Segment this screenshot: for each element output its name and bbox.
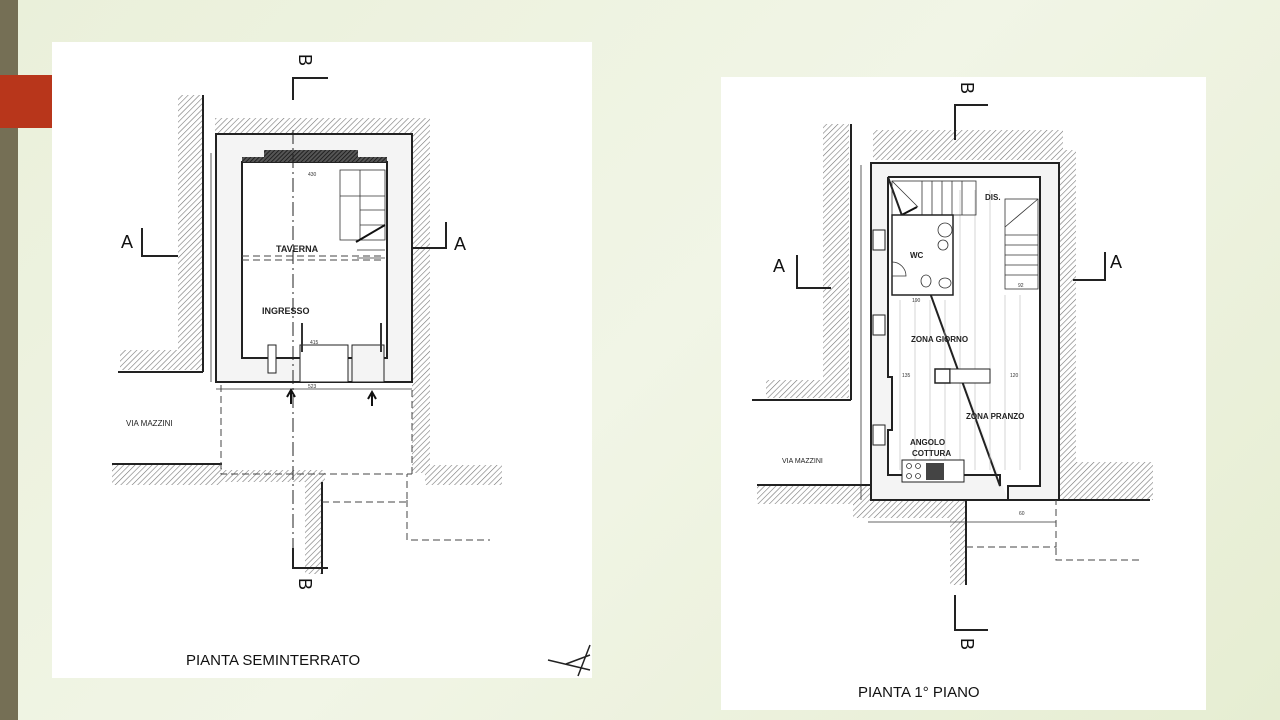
fireplace xyxy=(934,368,951,384)
slide-accent-block xyxy=(0,75,52,128)
section-label-b: B xyxy=(295,54,315,66)
dimension-label: 415 xyxy=(310,340,319,346)
neighbor-wall xyxy=(412,133,430,473)
dimension-label: 92 xyxy=(1018,283,1024,289)
dimension-label: 60 xyxy=(1019,511,1025,517)
section-marker-b xyxy=(292,548,328,569)
dimension-label: 120 xyxy=(1010,373,1019,379)
section-label-b: B xyxy=(295,578,315,590)
wc-room xyxy=(891,214,954,296)
neighbor-wall xyxy=(215,118,430,133)
section-label-a: A xyxy=(454,234,466,254)
section-marker-a xyxy=(796,255,831,289)
section-marker-b xyxy=(954,595,988,631)
dimension-label: 135 xyxy=(902,373,911,379)
room-label-taverna: TAVERNA xyxy=(276,244,319,254)
section-label-a: A xyxy=(773,256,785,276)
neighbor-wall xyxy=(425,465,502,485)
entrance-arrow-icon xyxy=(367,389,377,406)
street-wall xyxy=(112,465,222,485)
staircase xyxy=(339,169,386,259)
plan-title: PIANTA 1° PIANO xyxy=(858,684,980,701)
slide-side-bar xyxy=(0,0,18,720)
neighbor-wall xyxy=(120,350,202,370)
dimension-label: 430 xyxy=(308,172,317,178)
plan-title: PIANTA SEMINTERRATO xyxy=(186,652,360,669)
section-label-a: A xyxy=(1110,252,1122,272)
section-marker-b xyxy=(954,104,988,140)
section-marker-a xyxy=(412,222,447,249)
floor-plan-basement: 523 430 415 B B A A TAVERNA INGRESSO VIA… xyxy=(52,42,592,678)
neighbor-wall xyxy=(823,124,849,392)
room-label-zona-giorno: ZONA GIORNO xyxy=(911,335,968,344)
room-label-dis: DIS. xyxy=(985,193,1001,202)
dimension-label: 523 xyxy=(308,384,317,390)
compass-icon xyxy=(547,644,591,677)
street-label: VIA MAZZINI xyxy=(126,419,173,428)
room-label-angolo: ANGOLO xyxy=(910,438,945,447)
section-marker-a xyxy=(1073,252,1106,281)
kitchen-counter xyxy=(901,459,965,483)
street-label: VIA MAZZINI xyxy=(782,458,823,465)
room-label-cottura: COTTURA xyxy=(912,449,951,458)
entrance-arrow-icon xyxy=(286,387,296,404)
floor-plan-first-floor: 190 135 120 92 60 B B A A WC DIS. ZONA G… xyxy=(721,77,1206,710)
room-label-wc: WC xyxy=(910,251,924,260)
room-label-zona-pranzo: ZONA PRANZO xyxy=(966,412,1024,421)
dimension-label: 190 xyxy=(912,298,921,304)
section-marker-a xyxy=(141,228,178,257)
section-marker-b xyxy=(292,77,328,100)
section-label-b: B xyxy=(957,638,977,650)
section-label-a: A xyxy=(121,232,133,252)
section-label-b: B xyxy=(957,82,977,94)
neighbor-wall xyxy=(178,95,202,355)
room-label-ingresso: INGRESSO xyxy=(262,306,310,316)
